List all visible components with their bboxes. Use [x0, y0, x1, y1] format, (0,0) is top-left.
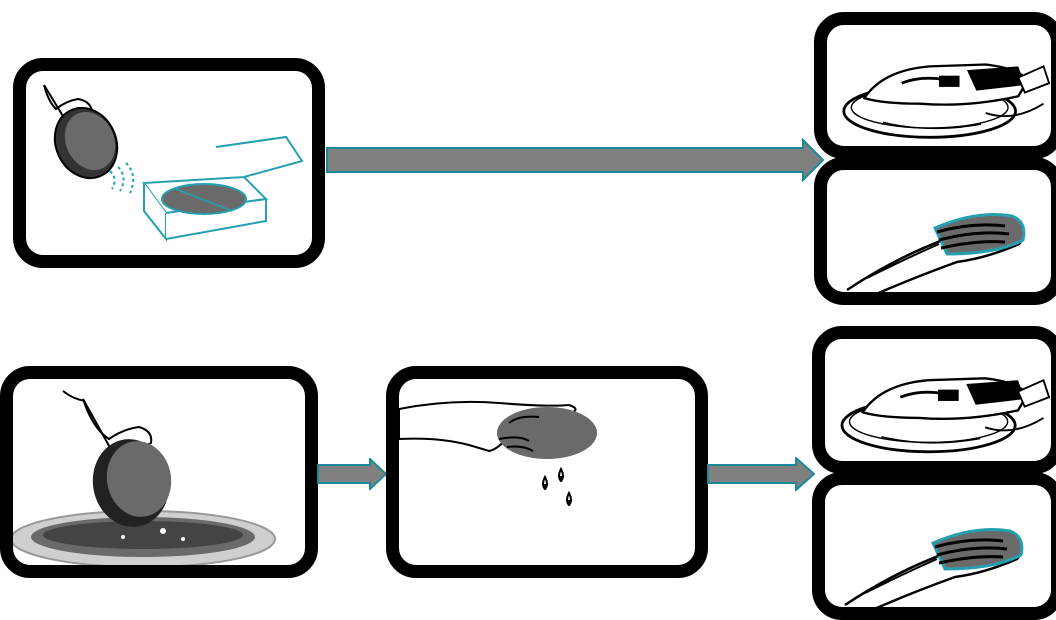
- hand-wet-disc-icon: [399, 379, 695, 565]
- panel-dry-disc-from-box: [13, 58, 325, 268]
- hand-sanding-icon: [827, 170, 1051, 292]
- hand-disc-water-bowl-icon: [13, 379, 305, 565]
- panel-hand-sanding-row2: [812, 472, 1056, 620]
- orbital-sander-icon: [827, 25, 1051, 146]
- short-arrow-row2-1: [316, 458, 388, 490]
- panel-hand-sanding-row1: [814, 157, 1056, 305]
- hand-sanding-icon: [825, 485, 1051, 607]
- hand-disc-box-icon: [26, 71, 312, 255]
- panel-orbital-sander-row2: [812, 326, 1056, 474]
- panel-orbital-sander-row1: [814, 12, 1056, 159]
- panel-soak-disc-in-water: [0, 366, 318, 578]
- panel-wet-disc-dripping: [386, 366, 708, 578]
- short-arrow-row2-2: [706, 457, 816, 491]
- orbital-sander-icon: [825, 339, 1051, 461]
- long-arrow-row1: [325, 138, 825, 182]
